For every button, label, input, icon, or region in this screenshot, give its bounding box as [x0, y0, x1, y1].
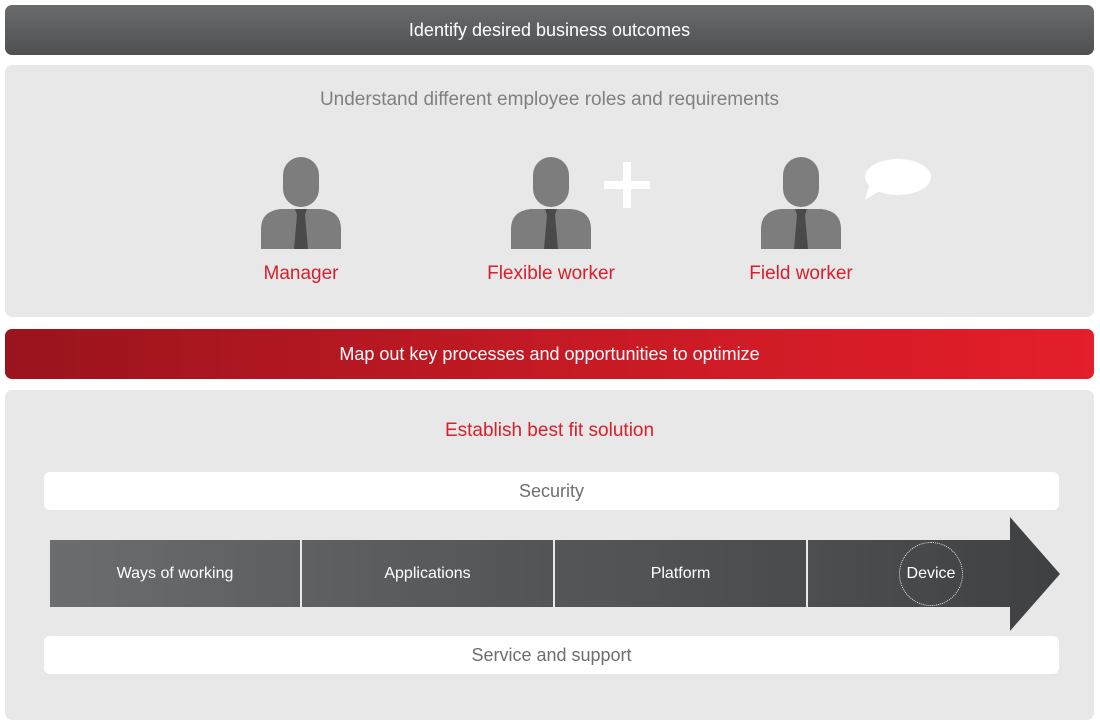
stage-label: Platform	[650, 564, 711, 582]
device-highlight-ring: Device	[899, 541, 963, 606]
best-fit-solution-title: Establish best fit solution	[444, 420, 655, 441]
stage-device: Device	[808, 540, 1058, 607]
business-outcomes-banner: Identify desired business outcomes	[5, 5, 1094, 55]
role-flexible-worker: Flexible worker	[441, 157, 661, 297]
stage-label: Device	[906, 564, 956, 582]
role-label-manager: Manager	[263, 263, 339, 284]
stage-label: Applications	[384, 564, 471, 582]
stage-platform: Platform	[555, 540, 806, 607]
service-support-layer: Service and support	[44, 636, 1059, 674]
stage-ways-of-working: Ways of working	[50, 540, 300, 607]
role-field-worker: Field worker	[691, 157, 931, 297]
security-layer-label: Security	[518, 480, 585, 501]
employee-roles-panel: Understand different employee roles and …	[5, 65, 1094, 317]
stage-label: Ways of working	[116, 564, 234, 582]
stage-segment-3	[555, 540, 806, 607]
security-layer: Security	[44, 472, 1059, 510]
role-label-flexible-worker: Flexible worker	[487, 263, 615, 284]
service-support-label: Service and support	[471, 644, 632, 665]
stage-applications: Applications	[302, 540, 553, 607]
key-processes-title: Map out key processes and opportunities …	[339, 343, 760, 364]
role-label-field-worker: Field worker	[749, 263, 853, 284]
stage-segment-2	[302, 540, 553, 607]
business-outcomes-title: Identify desired business outcomes	[408, 19, 691, 40]
speech-bubble-icon	[865, 159, 931, 200]
person-icon	[761, 157, 841, 249]
person-icon	[511, 157, 591, 249]
plus-icon	[604, 162, 650, 208]
role-manager: Manager	[191, 157, 411, 297]
person-icon	[261, 157, 341, 249]
key-processes-banner: Map out key processes and opportunities …	[5, 329, 1094, 379]
stage-segment-1	[50, 540, 300, 607]
best-fit-solution-panel: Establish best fit solution Security	[5, 390, 1094, 720]
employee-roles-title: Understand different employee roles and …	[319, 89, 780, 110]
